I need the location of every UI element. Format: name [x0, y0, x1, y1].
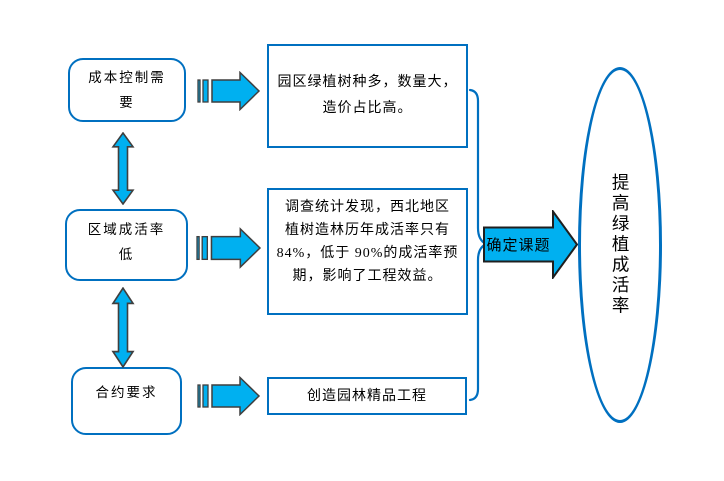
cause-box-line: 区域成活率: [87, 222, 166, 237]
cause-box-line: 要: [119, 95, 135, 110]
cause-box-survival-rate: 区域成活率 低: [65, 209, 188, 281]
detail-box-survey-statistics: 调查统计发现，西北地区 植树造林历年成活率只有 84%，低于 90%的成活率预 …: [267, 188, 468, 315]
cause-box-line: 成本控制需: [88, 70, 166, 85]
decision-arrow: 确定课题: [483, 210, 579, 279]
up-down-arrow-icon: [111, 132, 135, 205]
striped-right-arrow-icon: [197, 376, 261, 416]
detail-box-quality-project: 创造园林精品工程: [267, 377, 467, 415]
striped-right-arrow-icon: [196, 225, 262, 271]
detail-line: 调查统计发现，西北地区: [285, 199, 450, 215]
detail-line: 84%，低于 90%的成活率预: [276, 245, 459, 261]
cause-box-contract: 合约要求: [71, 367, 182, 435]
decision-arrow-label: 确定课题: [486, 237, 551, 254]
striped-right-arrow-icon: [197, 71, 261, 111]
detail-line: 园区绿植树种多，数量大，: [277, 75, 458, 90]
cause-box-cost-control: 成本控制需 要: [68, 58, 186, 122]
detail-box-greenery-cost: 园区绿植树种多，数量大， 造价占比高。: [267, 44, 468, 148]
detail-line: 造价占比高。: [322, 101, 413, 116]
result-ellipse: 提高绿植成活率: [578, 67, 662, 423]
detail-line: 期，影响了工程效益。: [292, 268, 443, 284]
detail-line: 创造园林精品工程: [307, 388, 427, 404]
detail-line: 植树造林历年成活率只有: [285, 222, 450, 238]
cause-box-line: 合约要求: [95, 384, 158, 400]
up-down-arrow-icon: [111, 287, 135, 368]
result-text: 提高绿植成活率: [610, 173, 631, 317]
cause-box-line: 低: [118, 247, 135, 262]
